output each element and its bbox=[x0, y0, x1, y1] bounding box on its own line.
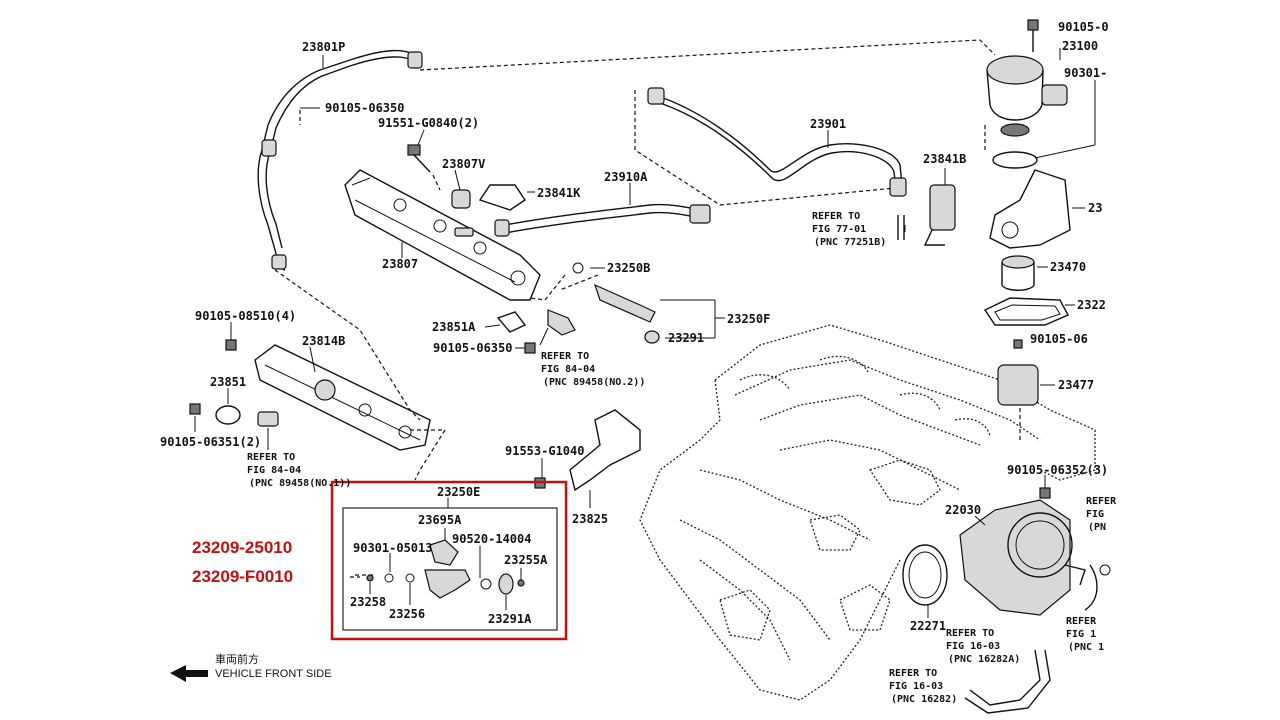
label-23825: 23825 bbox=[572, 512, 608, 526]
refer-84a-line2: FIG 84-04 bbox=[541, 364, 595, 375]
refer-note-77-01: REFER TO FIG 77-01 (PNC 77251B) bbox=[812, 211, 886, 248]
label-23807V: 23807V bbox=[442, 157, 485, 171]
fuel-pipe-23801P bbox=[257, 49, 423, 271]
label-90105-08510: 90105-08510(4) bbox=[195, 309, 296, 323]
engine-block-outline bbox=[639, 324, 1096, 701]
hose-23910A bbox=[494, 203, 711, 237]
vehicle-front-legend: 車両前方 VEHICLE FRONT SIDE bbox=[170, 652, 332, 682]
label-90105-top-right: 90105-0 bbox=[1058, 20, 1109, 34]
label-23814B: 23814B bbox=[302, 334, 345, 348]
label-23910A: 23910A bbox=[604, 170, 648, 184]
refer-77-line2: FIG 77-01 bbox=[812, 224, 866, 235]
legend-en-text: VEHICLE FRONT SIDE bbox=[215, 668, 332, 680]
box-title-23250E: 23250E bbox=[437, 485, 480, 499]
highlight-box bbox=[330, 480, 568, 641]
bolt-91551 bbox=[407, 144, 431, 173]
label-23-right: 23 bbox=[1088, 201, 1102, 215]
label-22030: 22030 bbox=[945, 503, 981, 517]
label-23901: 23901 bbox=[810, 117, 846, 131]
label-91551: 91551-G0840(2) bbox=[378, 116, 479, 130]
label-90105-06351: 90105-06351(2) bbox=[160, 435, 261, 449]
refer-16a-line2: FIG 16-03 bbox=[946, 641, 1000, 652]
part-number-1: 23209-25010 bbox=[192, 538, 292, 557]
refer-note-84-04-a: REFER TO FIG 84-04 (PNC 89458(NO.2)) bbox=[541, 351, 645, 388]
lifter-23470 bbox=[1001, 255, 1035, 291]
leader-lines bbox=[194, 48, 1096, 618]
refer-16a-line1: REFER TO bbox=[946, 628, 994, 639]
box-label-23291A: 23291A bbox=[488, 612, 532, 626]
refer-16b-line3: (PNC 16282) bbox=[891, 694, 957, 705]
label-23807: 23807 bbox=[382, 257, 418, 271]
refer-top-line3: (PN bbox=[1088, 522, 1106, 533]
part-23851 bbox=[189, 403, 279, 427]
connector-23841B bbox=[923, 184, 956, 246]
label-23100: 23100 bbox=[1062, 39, 1098, 53]
refer-note-16-c: REFER FIG 1 (PNC 1 bbox=[1066, 616, 1104, 653]
throttle-body-22030 bbox=[959, 487, 1086, 616]
clip-23841K bbox=[478, 184, 526, 211]
label-23851: 23851 bbox=[210, 375, 246, 389]
refer-84b-line2: FIG 84-04 bbox=[247, 465, 301, 476]
box-label-23255A: 23255A bbox=[504, 553, 548, 567]
box-label-23258: 23258 bbox=[350, 595, 386, 609]
injector-set-23250E bbox=[350, 528, 525, 610]
label-23291: 23291 bbox=[668, 331, 704, 345]
part-23807V bbox=[451, 189, 471, 209]
label-23841B: 23841B bbox=[923, 152, 966, 166]
label-23851A: 23851A bbox=[432, 320, 476, 334]
refer-84b-line3: (PNC 89458(NO.1)) bbox=[249, 478, 351, 489]
label-23250F: 23250F bbox=[727, 312, 770, 326]
refer-16c-line1: REFER bbox=[1066, 616, 1097, 627]
delivery-pipe-23814B bbox=[225, 339, 431, 451]
gasket-22271 bbox=[902, 544, 948, 606]
refer-77-line3: (PNC 77251B) bbox=[814, 237, 886, 248]
label-90301-right: 90301- bbox=[1064, 66, 1107, 80]
label-90105-06350-top: 90105-06350 bbox=[325, 101, 404, 115]
box-label-23256: 23256 bbox=[389, 607, 425, 621]
label-90105-06350-mid: 90105-06350 bbox=[433, 341, 512, 355]
refer-84a-line3: (PNC 89458(NO.2)) bbox=[543, 377, 645, 388]
refer-16b-line2: FIG 16-03 bbox=[889, 681, 943, 692]
refer-note-top-right: REFER FIG (PN bbox=[1086, 496, 1117, 533]
refer-top-line1: REFER bbox=[1086, 496, 1117, 507]
label-23801P: 23801P bbox=[302, 40, 345, 54]
housing-23477 bbox=[997, 339, 1039, 406]
refer-note-16-03-a: REFER TO FIG 16-03 (PNC 16282A) bbox=[946, 628, 1020, 665]
label-90105-06352: 90105-06352(3) bbox=[1007, 463, 1108, 477]
box-label-23695A: 23695A bbox=[418, 513, 462, 527]
label-2322: 2322 bbox=[1077, 298, 1106, 312]
label-23250B: 23250B bbox=[607, 261, 650, 275]
refer-16c-line2: FIG 1 bbox=[1066, 629, 1096, 640]
part-number-2: 23209-F0010 bbox=[192, 567, 293, 586]
refer-16a-line3: (PNC 16282A) bbox=[948, 654, 1020, 665]
refer-note-84-04-b: REFER TO FIG 84-04 (PNC 89458(NO.1)) bbox=[247, 452, 351, 489]
refer-top-line2: FIG bbox=[1086, 509, 1104, 520]
refer-16b-line1: REFER TO bbox=[889, 668, 937, 679]
box-label-90520-14004: 90520-14004 bbox=[452, 532, 531, 546]
label-91553: 91553-G1040 bbox=[505, 444, 584, 458]
delivery-pipe-23807 bbox=[344, 169, 541, 301]
label-23470: 23470 bbox=[1050, 260, 1086, 274]
fuel-pump-23100 bbox=[986, 19, 1068, 169]
legend-jp-text: 車両前方 bbox=[215, 652, 259, 666]
box-label-90301-05013: 90301-05013 bbox=[353, 541, 432, 555]
hose-23901 bbox=[647, 87, 907, 240]
refer-84b-line1: REFER TO bbox=[247, 452, 295, 463]
label-23477: 23477 bbox=[1058, 378, 1094, 392]
refer-16c-line3: (PNC 1 bbox=[1068, 642, 1104, 653]
injector-cluster-mid bbox=[496, 262, 660, 354]
refer-77-line1: REFER TO bbox=[812, 211, 860, 222]
label-22271: 22271 bbox=[910, 619, 946, 633]
refer-84a-line1: REFER TO bbox=[541, 351, 589, 362]
pump-bracket bbox=[989, 169, 1071, 249]
label-23841K: 23841K bbox=[537, 186, 581, 200]
gasket-2322 bbox=[983, 297, 1069, 326]
label-90105-06-right: 90105-06 bbox=[1030, 332, 1088, 346]
refer-note-16-03-b: REFER TO FIG 16-03 (PNC 16282) bbox=[889, 668, 957, 705]
hoses-bottom-right bbox=[964, 564, 1111, 714]
